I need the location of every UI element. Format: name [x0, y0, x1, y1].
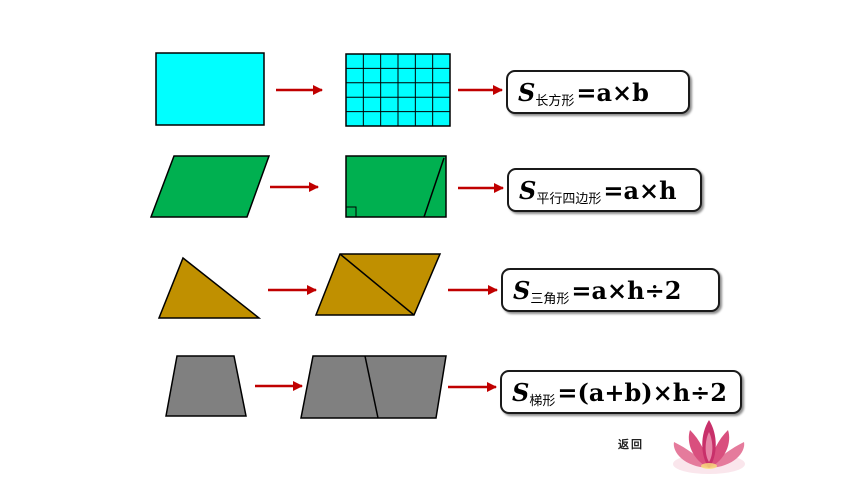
lotus-flower-icon[interactable] — [664, 412, 754, 482]
cut-rearranged-parallelogram — [345, 155, 447, 218]
formula-expression: =a×b — [576, 77, 649, 107]
formula-expression: =a×h — [603, 175, 677, 205]
formula-subscript: 长方形 — [535, 93, 575, 109]
formula-expression: =a×h÷2 — [571, 275, 682, 305]
right-angle-mark — [345, 206, 357, 218]
formula-expression: =(a+b)×h÷2 — [557, 377, 727, 407]
area-symbol: S — [519, 175, 537, 205]
parallelogram-shape — [149, 155, 271, 218]
area-symbol: S — [513, 275, 531, 305]
formula-subscript: 三角形 — [530, 291, 570, 307]
double-triangle-parallelogram — [314, 253, 442, 316]
back-button[interactable]: 返回 — [618, 438, 644, 451]
triangle-shape — [157, 256, 262, 319]
trapezoid-shape — [165, 355, 247, 417]
rectangle-shape — [155, 52, 265, 126]
double-trapezoid-parallelogram — [300, 355, 447, 419]
formula-subscript: 梯形 — [529, 393, 556, 409]
area-symbol: S — [512, 377, 530, 407]
formula-subscript: 平行四边形 — [536, 191, 602, 207]
area-symbol: S — [518, 77, 536, 107]
unit-grid-rectangle — [345, 53, 451, 127]
